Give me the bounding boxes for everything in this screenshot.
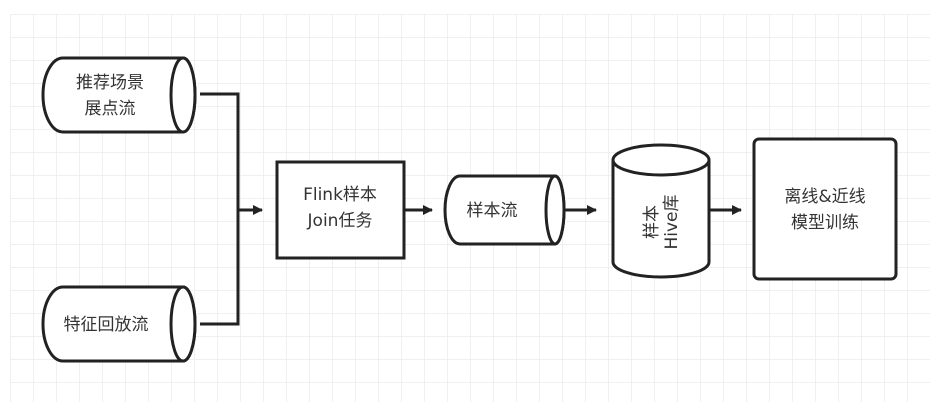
node-label-line: 推荐场景 (76, 73, 144, 93)
node-flink-join[interactable]: Flink样本 Join任务 (275, 160, 406, 260)
node-label-line: Hive库 (662, 194, 682, 249)
node-label-line: 特征回放流 (64, 315, 149, 335)
node-label-line: 展点流 (85, 99, 136, 119)
node-training[interactable]: 离线&近线 模型训练 (752, 137, 898, 281)
edge-feature-to-join (200, 210, 240, 326)
edge-rec-to-join (200, 92, 263, 215)
node-label-line: 样本流 (467, 201, 518, 221)
node-hive[interactable]: 样本 Hive库 (611, 143, 711, 279)
node-label-line: 样本 (642, 205, 662, 239)
node-rec-stream[interactable]: 推荐场景 展点流 (41, 56, 197, 134)
node-label-line: 离线&近线 (784, 187, 865, 207)
node-label-line: Flink样本 (303, 185, 377, 205)
node-feature-stream[interactable]: 特征回放流 (41, 285, 197, 363)
node-label-line: 模型训练 (791, 213, 859, 233)
node-label-line: Join任务 (307, 211, 373, 231)
node-sample-stream[interactable]: 样本流 (443, 174, 566, 246)
